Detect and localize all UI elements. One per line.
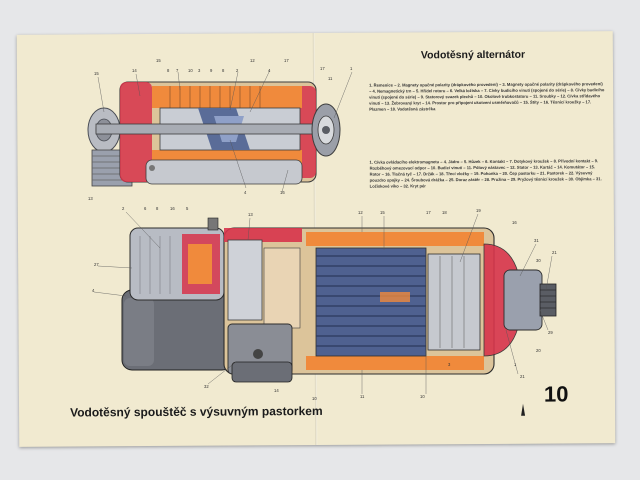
svg-text:19: 19 (476, 208, 481, 213)
svg-text:12: 12 (358, 210, 363, 215)
svg-text:31: 31 (534, 238, 539, 243)
svg-text:15: 15 (94, 71, 99, 76)
svg-text:12: 12 (250, 58, 255, 63)
svg-text:1: 1 (514, 362, 517, 367)
svg-text:16: 16 (280, 190, 285, 195)
svg-text:10: 10 (188, 68, 193, 73)
svg-text:9: 9 (210, 68, 213, 73)
svg-text:3: 3 (448, 362, 451, 367)
svg-text:10: 10 (420, 394, 425, 399)
svg-text:8: 8 (156, 206, 159, 211)
svg-text:4: 4 (268, 68, 271, 73)
svg-text:14: 14 (274, 388, 279, 393)
svg-text:6: 6 (144, 206, 147, 211)
svg-text:17: 17 (426, 210, 431, 215)
svg-text:11: 11 (328, 76, 333, 81)
svg-text:17: 17 (284, 58, 289, 63)
svg-text:13: 13 (248, 212, 253, 217)
svg-text:16: 16 (512, 220, 517, 225)
svg-text:2: 2 (236, 68, 239, 73)
svg-text:16: 16 (170, 206, 175, 211)
svg-text:3: 3 (198, 68, 201, 73)
svg-text:18: 18 (442, 210, 447, 215)
svg-text:13: 13 (88, 196, 93, 201)
svg-text:29: 29 (548, 330, 553, 335)
svg-text:8: 8 (222, 68, 225, 73)
svg-text:10: 10 (312, 396, 317, 401)
svg-text:27: 27 (94, 262, 99, 267)
svg-text:2: 2 (122, 206, 125, 211)
svg-text:21: 21 (520, 374, 525, 379)
svg-text:11: 11 (360, 394, 365, 399)
svg-text:30: 30 (536, 258, 541, 263)
svg-text:14: 14 (132, 68, 137, 73)
svg-text:15: 15 (156, 58, 161, 63)
svg-text:4: 4 (92, 288, 95, 293)
svg-text:4: 4 (244, 190, 247, 195)
alternator-illustration (87, 81, 341, 187)
svg-text:5: 5 (186, 206, 189, 211)
svg-text:8: 8 (167, 68, 170, 73)
svg-text:21: 21 (552, 250, 557, 255)
svg-text:1: 1 (350, 66, 353, 71)
svg-text:32: 32 (204, 384, 209, 389)
svg-text:7: 7 (176, 68, 179, 73)
svg-text:20: 20 (536, 348, 541, 353)
svg-text:17: 17 (320, 66, 325, 71)
svg-text:15: 15 (380, 210, 385, 215)
starter-illustration (121, 217, 557, 383)
